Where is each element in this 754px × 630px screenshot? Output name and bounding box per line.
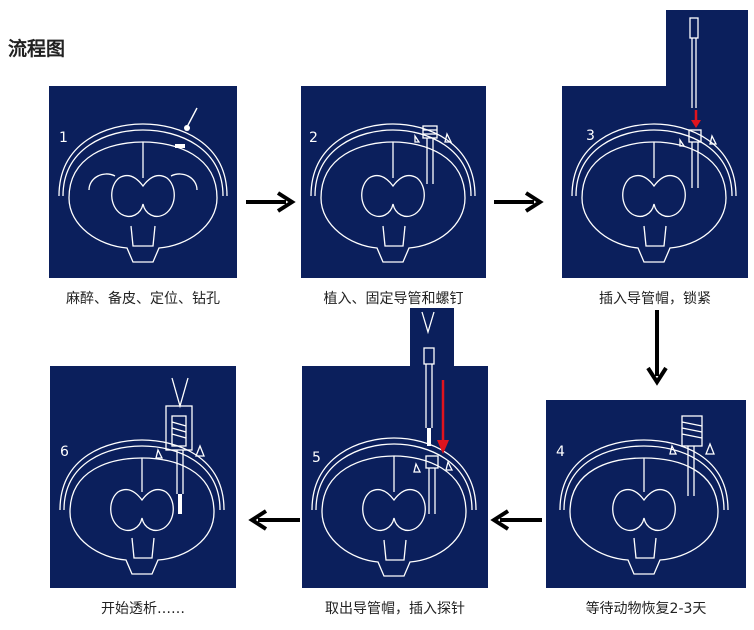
step-number: 5: [312, 450, 321, 466]
brain-section-6: [50, 366, 236, 588]
brain-section-3: [562, 10, 748, 278]
step-2-caption: 植入、固定导管和螺钉: [323, 291, 464, 307]
brain-section-1: [49, 86, 237, 278]
step-4-caption: 等待动物恢复2-3天: [585, 601, 707, 617]
arrow-left-icon: [248, 509, 300, 531]
step-1-panel: 1: [49, 86, 237, 278]
page-title: 流程图: [8, 38, 66, 60]
brain-section-4: [546, 400, 746, 588]
step-number: 2: [309, 130, 318, 146]
step-6-panel: 6: [50, 366, 236, 588]
arrow-right-icon: [494, 191, 544, 213]
brain-section-2: [301, 86, 486, 278]
step-5-panel: 5: [302, 308, 488, 588]
step-6-caption: 开始透析……: [101, 601, 185, 617]
step-1-caption: 麻醉、备皮、定位、钻孔: [66, 291, 220, 307]
step-number: 3: [586, 128, 595, 144]
arrow-down-icon: [646, 310, 668, 386]
step-4-panel: 4: [546, 400, 746, 588]
arrow-left-icon: [490, 509, 542, 531]
arrow-right-icon: [246, 191, 296, 213]
step-number: 6: [60, 444, 69, 460]
step-2-panel: 2: [301, 86, 486, 278]
step-number: 4: [556, 444, 565, 460]
step-3-panel: 3: [562, 10, 748, 278]
step-number: 1: [59, 130, 68, 146]
step-3-caption: 插入导管帽，锁紧: [599, 291, 711, 307]
step-5-caption: 取出导管帽，插入探针: [325, 601, 465, 617]
brain-section-5: [302, 308, 488, 588]
